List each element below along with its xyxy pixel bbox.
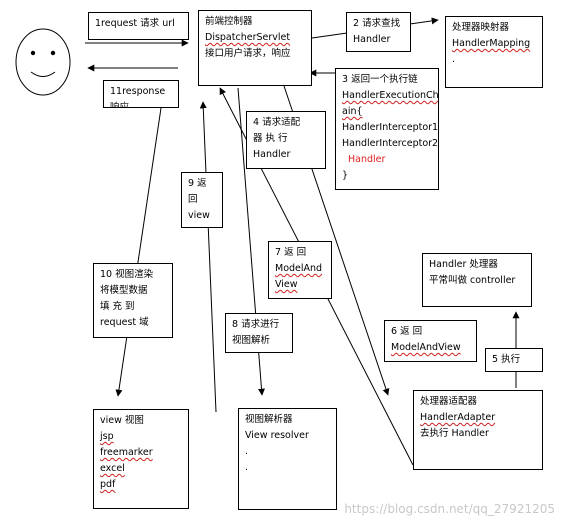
- render-view-line-2: 将模型数据: [100, 285, 148, 296]
- chain-close: }: [342, 170, 349, 181]
- chain-interceptor-2: HandlerInterceptor2: [342, 138, 439, 149]
- view-pdf: pdf: [100, 479, 116, 490]
- find-handler-box: 2 请求查找 Handler: [346, 12, 411, 52]
- chain-interceptor-1: HandlerInterceptor1: [342, 122, 439, 133]
- render-view-line-4: request 域: [100, 317, 149, 328]
- execute-line-1: 5 执行: [492, 354, 521, 365]
- view-resolve-request-line-2: 视图解析: [232, 335, 271, 346]
- response-label-line-1: 11response: [110, 86, 166, 97]
- view-resolve-request-line-1: 8 请求进行: [232, 319, 280, 330]
- execute-label-box: 5 执行: [485, 348, 543, 372]
- view-freemarker: freemarker: [100, 447, 153, 458]
- handler-adapter-name: HandlerAdapter: [420, 412, 496, 423]
- handler-info-line-1: Handler 处理器: [429, 259, 498, 270]
- adapter-request-line-3: Handler: [253, 149, 291, 160]
- view-resolve-request-box: 8 请求进行 视图解析: [225, 313, 293, 353]
- view-resolver-box: 视图解析器 View resolver . .: [238, 408, 337, 510]
- response-label-line-2: 响应: [110, 102, 130, 108]
- adapter-request-line-1: 4 请求适配: [253, 117, 301, 128]
- chain-title: 3 返回一个执行链: [342, 74, 418, 85]
- view-resolver-dot-2: .: [245, 462, 249, 473]
- return-view-line-2: 回: [188, 194, 198, 205]
- find-handler-line-2: Handler: [353, 34, 391, 45]
- return-modelandview-6-box: 6 返 回 ModelAndView: [384, 320, 477, 362]
- request-label-line-1: 1request 请求 url: [95, 18, 175, 29]
- render-view-line-1: 10 视图渲染: [100, 269, 154, 280]
- return-modelandview-7-box: 7 返 回 ModelAnd View: [268, 241, 332, 299]
- view-resolver-dot-1: .: [245, 446, 249, 457]
- dispatcher-desc: 接口用户请求，响应: [205, 48, 291, 59]
- execution-chain-box: 3 返回一个执行链 HandlerExecutionCh ain{ Handle…: [335, 68, 439, 190]
- handler-controller-box: Handler 处理器 平常叫做 controller: [422, 253, 532, 307]
- watermark-text: https://blog.csdn.net/qq_27921205: [344, 502, 555, 516]
- handler-adapter-box: 处理器适配器 HandlerAdapter 去执行 Handler: [413, 390, 543, 470]
- response-label-box: 11response 响应: [103, 80, 179, 108]
- mav6-line-2: ModelAndView: [391, 342, 461, 353]
- dispatcher-title: 前端控制器: [205, 16, 253, 27]
- handler-mapping-name: HandlerMapping: [452, 38, 531, 49]
- handler-mapping-dot: .: [452, 54, 456, 65]
- view-jsp: jsp: [100, 431, 114, 442]
- chain-class-1: HandlerExecutionCh: [342, 90, 439, 101]
- request-label-box: 1request 请求 url: [88, 12, 189, 40]
- adapter-request-line-2: 器 执 行: [253, 133, 288, 144]
- arrow-return-view: [199, 101, 217, 413]
- return-view-line-3: view: [188, 210, 210, 221]
- view-box: view 视图 jsp freemarker excel pdf: [93, 409, 189, 509]
- handler-mapping-box: 处理器映射器 HandlerMapping .: [445, 16, 543, 88]
- handler-info-line-2: 平常叫做 controller: [429, 275, 516, 286]
- adapter-request-box: 4 请求适配 器 执 行 Handler: [246, 111, 326, 169]
- view-title: view 视图: [100, 415, 144, 426]
- find-handler-line-1: 2 请求查找: [353, 18, 401, 29]
- mav7-line-3: View: [275, 279, 298, 290]
- render-view-box: 10 视图渲染 将模型数据 填 充 到 request 域: [93, 263, 173, 338]
- handler-mapping-title: 处理器映射器: [452, 22, 510, 33]
- view-resolver-name: View resolver: [245, 430, 309, 441]
- render-view-line-3: 填 充 到: [100, 301, 135, 312]
- user-smiley-icon: [15, 28, 71, 96]
- handler-adapter-desc: 去执行 Handler: [420, 428, 489, 439]
- arrow-render-view: [115, 87, 165, 397]
- handler-adapter-title: 处理器适配器: [420, 396, 478, 407]
- mav6-line-1: 6 返 回: [391, 326, 423, 337]
- return-view-line-1: 9 返: [188, 178, 207, 189]
- dispatcher-servlet-box: 前端控制器 DispatcherServlet 接口用户请求，响应: [198, 10, 312, 86]
- return-view-box: 9 返 回 view: [181, 172, 223, 228]
- dispatcher-name: DispatcherServlet: [205, 32, 291, 43]
- mav7-line-1: 7 返 回: [275, 247, 307, 258]
- chain-handler: Handler: [348, 154, 386, 165]
- chain-class-2: ain{: [342, 106, 363, 117]
- mav7-line-2: ModelAnd: [275, 263, 323, 274]
- view-resolver-title: 视图解析器: [245, 414, 293, 425]
- view-excel: excel: [100, 463, 125, 474]
